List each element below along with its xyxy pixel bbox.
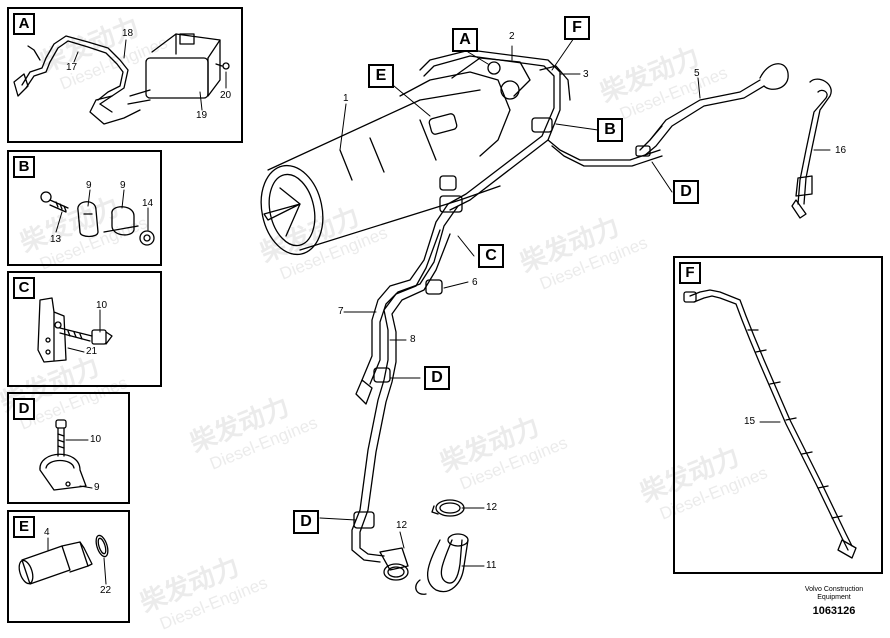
- detail-panel-f: F: [673, 256, 883, 574]
- panel-f-drawing: [683, 289, 857, 559]
- callout-d: D: [673, 180, 699, 204]
- panel-label: D: [13, 398, 35, 420]
- part-number: 4: [44, 527, 50, 538]
- detail-panel-c: C: [7, 271, 162, 387]
- part-number: 22: [100, 585, 112, 596]
- callout-c: C: [478, 244, 504, 268]
- callout-f: F: [564, 16, 590, 40]
- panel-d-drawing: [39, 419, 87, 491]
- part-number: 2: [509, 31, 515, 42]
- brand-line: Equipment: [817, 594, 851, 601]
- callout-a: A: [452, 28, 478, 52]
- part-number: 20: [220, 90, 232, 101]
- document-footer: Volvo Construction Equipment 1063126: [782, 586, 886, 617]
- detail-panel-a: A: [7, 7, 243, 143]
- part-number: 12: [396, 520, 408, 531]
- panel-c-drawing: [37, 297, 113, 363]
- callout-b: B: [597, 118, 623, 142]
- detail-panel-b: B: [7, 150, 162, 266]
- part-number: 13: [50, 234, 62, 245]
- panel-label: F: [679, 262, 701, 284]
- panel-a-drawing: [13, 33, 230, 125]
- part-number: 5: [694, 68, 700, 79]
- part-number: 14: [142, 198, 154, 209]
- part-number: 11: [486, 560, 497, 571]
- part-number: 6: [472, 277, 478, 288]
- panel-label: E: [13, 516, 35, 538]
- part-number: 9: [86, 180, 92, 191]
- heater-drawing: [260, 49, 832, 595]
- part-number: 9: [120, 180, 126, 191]
- panel-b-drawing: [40, 191, 155, 246]
- panel-label: A: [13, 13, 35, 35]
- part-number: 17: [66, 62, 78, 73]
- part-number: 10: [96, 300, 108, 311]
- panel-label: C: [13, 277, 35, 299]
- part-number: 12: [486, 502, 498, 513]
- drawing-number: 1063126: [812, 605, 856, 617]
- callout-d: D: [424, 366, 450, 390]
- panel-e-drawing: [18, 534, 109, 585]
- part-number: 1: [343, 93, 349, 104]
- part-number: 19: [196, 110, 208, 121]
- part-number: 3: [583, 69, 589, 80]
- part-number: 8: [410, 334, 416, 345]
- detail-panel-e: E: [7, 510, 130, 623]
- part-number: 15: [744, 416, 756, 427]
- callout-d: D: [293, 510, 319, 534]
- detail-panel-d: D: [7, 392, 130, 504]
- part-number: 10: [90, 434, 102, 445]
- brand-line: Volvo Construction: [804, 586, 864, 593]
- part-number: 9: [94, 482, 100, 493]
- leader-lines: [47, 37, 831, 585]
- callout-e: E: [368, 64, 394, 88]
- part-number: 18: [122, 28, 134, 39]
- part-number: 16: [835, 145, 847, 156]
- part-number: 21: [86, 346, 98, 357]
- panel-label: B: [13, 156, 35, 178]
- part-number: 7: [338, 306, 344, 317]
